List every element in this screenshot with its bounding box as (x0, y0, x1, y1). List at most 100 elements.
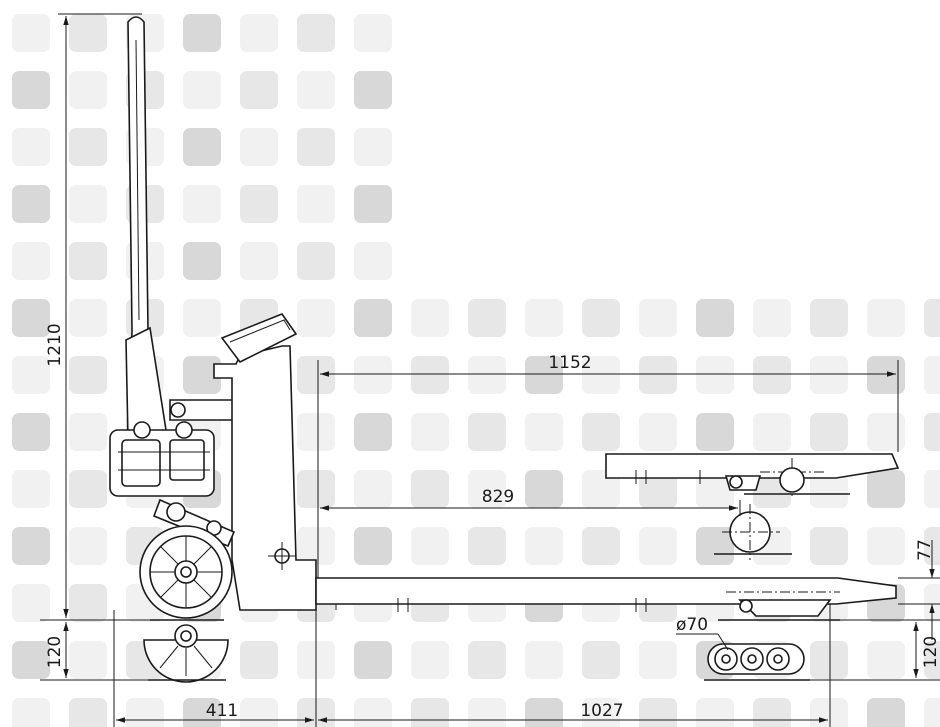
background-tile (867, 413, 905, 451)
background-tile (696, 698, 734, 727)
fork-lowered (315, 577, 897, 605)
background-tile (183, 242, 221, 280)
background-tile (525, 641, 563, 679)
background-tile (69, 527, 107, 565)
background-tile (69, 71, 107, 109)
background-tile (867, 641, 905, 679)
background-tile (12, 128, 50, 166)
background-tile (582, 641, 620, 679)
background-tile (411, 470, 449, 508)
background-tile (924, 356, 940, 394)
steering-wheel-lowered (143, 624, 229, 683)
background-tile (12, 185, 50, 223)
background-tile (12, 527, 50, 565)
background-tile (69, 641, 107, 679)
background-tile (69, 470, 107, 508)
background-tile (126, 698, 164, 727)
background-tile (468, 698, 506, 727)
fork-raised (605, 453, 900, 479)
background-tile (183, 356, 221, 394)
background-tile (69, 299, 107, 337)
background-tile (924, 698, 940, 727)
background-tile (240, 128, 278, 166)
background-tile (924, 584, 940, 622)
background-tile (354, 71, 392, 109)
background-tile (69, 128, 107, 166)
background-tile (753, 698, 791, 727)
background-tile (525, 299, 563, 337)
background-tile (810, 641, 848, 679)
background-tile (867, 527, 905, 565)
background-tile (525, 527, 563, 565)
background-tile (12, 242, 50, 280)
dim-lowered-height: 77 (915, 539, 935, 561)
background-tile (69, 14, 107, 52)
background-tile (354, 242, 392, 280)
weigh-display-head (220, 313, 298, 364)
background-tile (810, 299, 848, 337)
background-tile (411, 698, 449, 727)
background-tile (696, 413, 734, 451)
dim-wheelbase: 1027 (580, 701, 623, 721)
dimension-labels: 1210 1152 829 77 120 120 411 1027 ø70 (45, 323, 940, 721)
background-tile (12, 356, 50, 394)
background-tile (696, 356, 734, 394)
background-tile (240, 185, 278, 223)
load-roller-lowered (718, 599, 840, 621)
background-tile (354, 185, 392, 223)
background-tile (297, 128, 335, 166)
background-tile (240, 698, 278, 727)
background-tile (354, 128, 392, 166)
background-tile (354, 413, 392, 451)
pallet-truck (109, 16, 900, 683)
background-tile (468, 356, 506, 394)
background-tile (354, 470, 392, 508)
background-tile (69, 584, 107, 622)
background-tile (810, 356, 848, 394)
background-tile (183, 185, 221, 223)
background-tile (810, 413, 848, 451)
dim-inner-fork-length: 829 (482, 487, 514, 507)
background-tile (12, 413, 50, 451)
background-tile (354, 299, 392, 337)
background-tile (297, 14, 335, 52)
background-tile (810, 698, 848, 727)
background-tile (297, 527, 335, 565)
background-tile (525, 470, 563, 508)
background-tile (639, 356, 677, 394)
load-roller-raised (724, 467, 850, 495)
background-tile (753, 413, 791, 451)
background-tile (183, 14, 221, 52)
background-tile (582, 470, 620, 508)
dim-overall-height: 1210 (45, 323, 65, 366)
background-tile (924, 299, 940, 337)
background-tile (12, 698, 50, 727)
background-tile (639, 299, 677, 337)
background-tile (411, 299, 449, 337)
background-tile (639, 641, 677, 679)
background-tile (12, 14, 50, 52)
background-tile (411, 527, 449, 565)
tandem-rollers (704, 643, 810, 681)
background-tile (867, 299, 905, 337)
background-tile (468, 527, 506, 565)
background-tile (810, 527, 848, 565)
background-tile (582, 413, 620, 451)
background-tile (582, 527, 620, 565)
background-tile (354, 641, 392, 679)
chassis-frame (213, 345, 317, 611)
background-tile (240, 71, 278, 109)
background-tile (297, 71, 335, 109)
background-tile (639, 413, 677, 451)
background-tile (69, 413, 107, 451)
background-tile (867, 356, 905, 394)
background-tile (12, 299, 50, 337)
background-tile (468, 413, 506, 451)
dimension-lines (40, 13, 940, 727)
background-tile (753, 299, 791, 337)
dim-fork-length: 1152 (548, 353, 591, 373)
background-tile (354, 356, 392, 394)
dim-wheel-diameter: ø70 (676, 615, 708, 635)
background-tile (468, 299, 506, 337)
